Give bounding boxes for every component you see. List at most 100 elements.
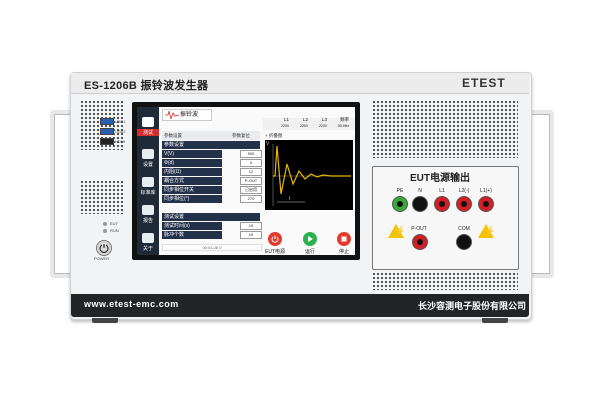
terminal-p-out[interactable] — [413, 235, 427, 249]
param-row-phase: Φ(d) 0 — [162, 159, 262, 167]
front-panel-header — [71, 73, 529, 94]
play-icon — [308, 236, 313, 242]
terminal-label-l1-plus: L1(+) — [480, 188, 492, 194]
toolbar — [162, 131, 260, 140]
usb2-label: USB2 — [115, 129, 126, 134]
test-row-time: 测试时间(s) 10 — [162, 222, 262, 230]
measure-value-l3: 220V — [319, 124, 328, 128]
vent-top-right — [372, 100, 518, 158]
eut-output-title: EUT电源输出 — [410, 173, 470, 184]
mode-tab-label: 振铃波 — [180, 112, 199, 118]
param-label-voltage: V(V) — [162, 150, 222, 158]
waveform-display: V t — [265, 140, 353, 210]
param-label-sync-switch: 同步相位开关 — [162, 186, 222, 194]
sidebar-item-standard-library[interactable]: 标准库 — [140, 190, 156, 196]
measure-header-freq: 频率 — [340, 117, 349, 122]
test-value-time[interactable]: 10 — [240, 222, 262, 230]
stop-icon — [341, 236, 347, 242]
test-icon[interactable] — [142, 117, 154, 127]
power-button[interactable] — [96, 240, 112, 256]
terminal-label-l2: L2(-) — [458, 188, 470, 194]
left-handle — [50, 110, 74, 278]
test-label-pulses: 脉冲个数 — [162, 231, 222, 239]
fold-chart-button[interactable]: + 折叠图 — [265, 133, 283, 138]
status-line: 00:01:26 0 — [162, 244, 262, 251]
model-title: ES-1206B 振铃波发生器 — [84, 80, 209, 92]
run-led — [103, 229, 107, 233]
measure-header-l3: L3 — [322, 117, 328, 122]
terminal-n[interactable] — [413, 197, 427, 211]
param-row-voltage: V(V) 500 — [162, 150, 262, 158]
param-label-impedance: 内阻(Ω) — [162, 168, 222, 176]
param-value-voltage[interactable]: 500 — [240, 150, 262, 158]
mode-tab[interactable]: 振铃波 — [162, 109, 212, 121]
eut-power-button[interactable] — [268, 232, 282, 246]
screen-sidebar: 测试 设置 标准库 报告 关于 — [137, 107, 159, 255]
sidebar-item-settings[interactable]: 设置 — [142, 162, 153, 168]
usb2-port[interactable] — [100, 128, 114, 135]
sidebar-item-test[interactable]: 测试 — [137, 129, 159, 136]
run-button[interactable] — [303, 232, 317, 246]
power-label: POWER — [94, 256, 110, 261]
hdmi-port[interactable] — [100, 138, 114, 145]
settings-icon[interactable] — [142, 149, 154, 159]
sidebar-item-report[interactable]: 报告 — [142, 218, 153, 224]
power-icon — [271, 235, 279, 243]
stop-label: 停止 — [338, 249, 349, 255]
website-text: www.etest-emc.com — [84, 299, 179, 309]
stop-button[interactable] — [337, 232, 351, 246]
high-voltage-warning-icon-right — [478, 224, 494, 238]
warning-bolt-icon: ⚡ — [394, 226, 406, 236]
measure-header-l2: L2 — [303, 117, 309, 122]
param-value-coupling[interactable]: P-OUT — [240, 177, 262, 185]
terminal-label-pe: PE — [396, 188, 404, 194]
terminal-l2[interactable] — [457, 197, 471, 211]
usb1-port[interactable] — [100, 118, 114, 125]
sidebar-item-about[interactable]: 关于 — [142, 246, 153, 252]
report-icon[interactable] — [142, 205, 154, 215]
test-value-pulses[interactable]: 10 — [240, 231, 262, 239]
param-section-title: 参数设置 — [162, 141, 260, 149]
measurement-strip — [263, 118, 355, 130]
ring-wave-plot — [272, 144, 351, 206]
param-value-phase[interactable]: 0 — [240, 159, 262, 167]
high-voltage-warning-icon — [388, 224, 404, 238]
run-label: 运行 — [304, 249, 315, 255]
ringwave-icon — [165, 111, 179, 119]
terminal-label-p-out: P-OUT — [411, 226, 427, 232]
param-reset-button[interactable]: 参数复位 — [232, 133, 250, 138]
wave-time-label: t — [289, 196, 291, 202]
param-row-sync-switch: 同步相位开关 已启用 — [162, 186, 262, 194]
company-name: 长沙容测电子股份有限公司 — [418, 301, 527, 311]
eut-led-label: EUT — [110, 221, 118, 226]
standard-library-icon[interactable] — [142, 177, 154, 187]
power-icon — [99, 244, 109, 253]
vent-mid-left — [80, 180, 124, 214]
about-icon[interactable] — [142, 233, 154, 243]
param-label-sync-phase: 同步相位(°) — [162, 195, 222, 203]
param-value-sync-phase[interactable]: 270 — [240, 195, 262, 203]
param-row-coupling: 耦合方式 P-OUT — [162, 177, 262, 185]
terminal-com[interactable] — [457, 235, 471, 249]
test-label-time: 测试时间(s) — [162, 222, 222, 230]
terminal-label-com: COM — [458, 226, 470, 232]
wave-voltage-label: V — [266, 141, 270, 147]
param-settings-button[interactable]: 参数设置 — [164, 133, 182, 138]
param-value-sync-switch[interactable]: 已启用 — [240, 186, 262, 194]
measure-value-l1: 220V — [281, 124, 290, 128]
eut-led — [103, 222, 107, 226]
param-label-phase: Φ(d) — [162, 159, 222, 167]
terminal-l1[interactable] — [435, 197, 449, 211]
param-label-coupling: 耦合方式 — [162, 177, 222, 185]
warning-bolt-icon-right: ⚡ — [484, 226, 496, 236]
test-row-pulses: 脉冲个数 10 — [162, 231, 262, 239]
right-foot — [482, 318, 508, 323]
terminal-pe[interactable] — [393, 197, 407, 211]
eut-power-label: EUT电源 — [264, 249, 285, 255]
brand-logo: ETEST — [462, 76, 506, 90]
terminal-l1-plus[interactable] — [479, 197, 493, 211]
param-value-impedance[interactable]: 12 — [240, 168, 262, 176]
eut-output-panel — [372, 166, 519, 270]
vent-bottom-right — [372, 272, 518, 290]
hdmi-label: HDMI — [115, 139, 126, 144]
